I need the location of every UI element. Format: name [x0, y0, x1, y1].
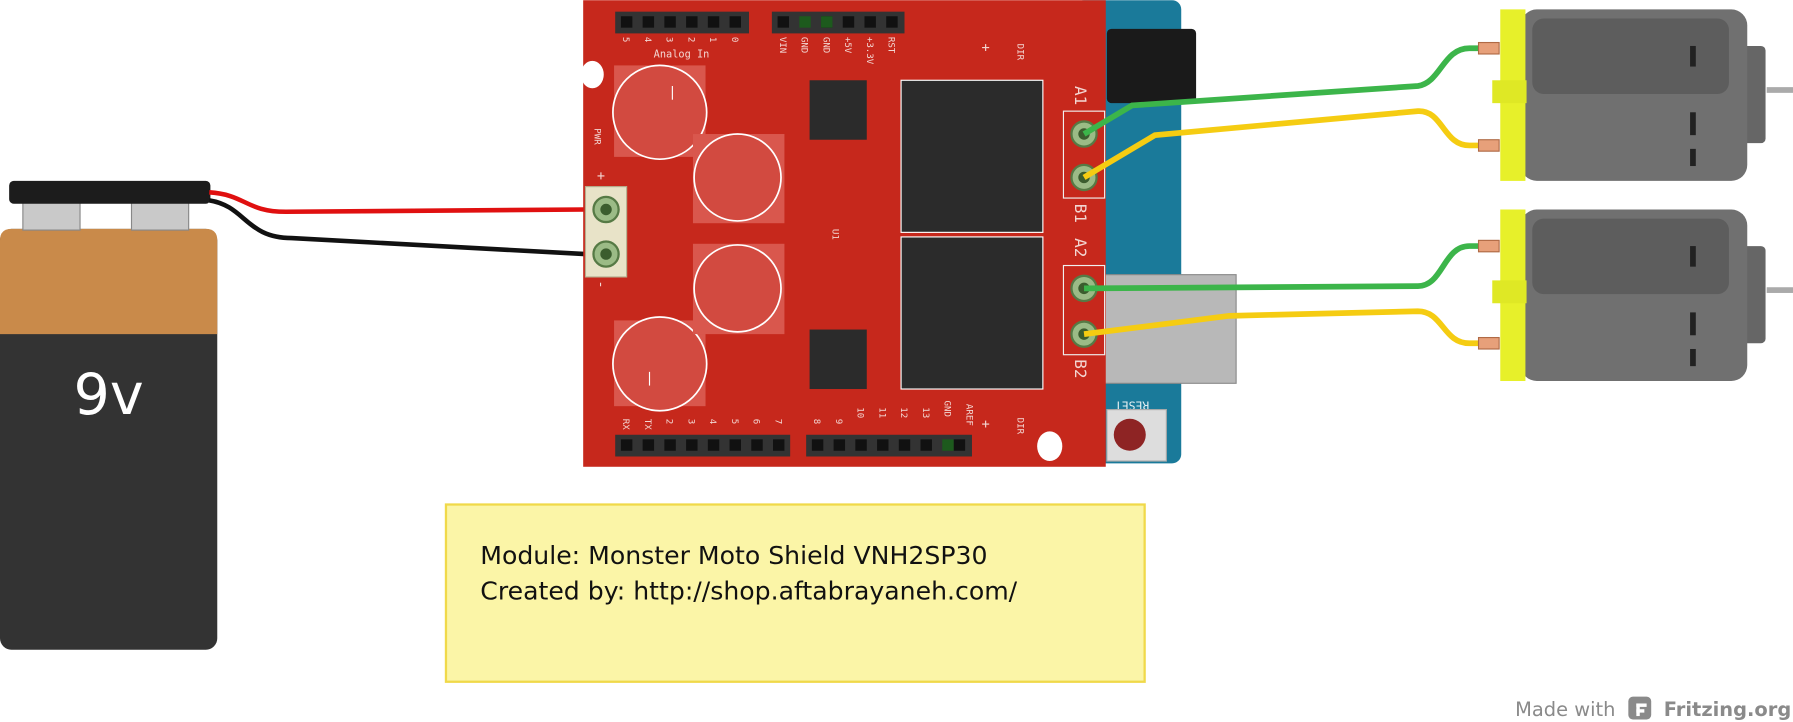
pin-label: 10 — [855, 407, 865, 418]
battery-copper-top — [0, 228, 218, 335]
pin-label: 11 — [876, 407, 886, 418]
battery-clip — [9, 180, 211, 204]
wire-yellow-motor1[interactable] — [1082, 108, 1487, 180]
pin-label: RST — [885, 37, 895, 54]
plus-label: + — [982, 40, 990, 56]
terminal-label-a1: A1 — [1071, 86, 1090, 105]
pin-label: RX — [620, 419, 630, 430]
fritzing-watermark: Made with Fritzing.org — [1515, 696, 1791, 721]
pin-label: 2 — [685, 37, 695, 43]
pin-label: 6 — [751, 419, 761, 425]
pin-label: 7 — [772, 419, 782, 425]
battery-label: 9v — [74, 362, 144, 428]
pin-label: 1 — [707, 37, 717, 43]
pwr-label: PWR — [592, 128, 602, 145]
mounting-hole — [580, 60, 604, 89]
digital-header-low — [615, 434, 791, 457]
wire-red[interactable] — [209, 190, 586, 215]
fritzing-logo-icon — [1628, 696, 1652, 720]
pin-label: 13 — [920, 407, 930, 418]
wire-black[interactable] — [208, 198, 586, 257]
capacitor — [692, 133, 785, 224]
pwr-minus-label: - — [593, 280, 609, 288]
capacitor — [692, 243, 785, 335]
pin-label: TX — [642, 419, 652, 430]
watermark-brand: Fritzing.org — [1664, 698, 1791, 721]
capacitor — [612, 64, 708, 161]
terminal-label-b2: B2 — [1071, 359, 1090, 378]
terminal-label-a2: A2 — [1071, 238, 1090, 257]
pin-label: 4 — [642, 37, 652, 43]
capacitor — [612, 316, 708, 412]
ic-chip — [809, 80, 867, 140]
pin-label: VIN — [777, 37, 787, 53]
note-box[interactable]: Module: Monster Moto Shield VNH2SP30 Cre… — [444, 503, 1146, 683]
power-header — [771, 11, 905, 34]
terminal-label-b1: B1 — [1071, 204, 1090, 223]
pin-label: 9 — [833, 419, 843, 425]
pwr-plus-label: + — [593, 172, 609, 180]
pin-label: GND — [799, 37, 809, 53]
pin-label: 8 — [811, 419, 821, 425]
pin-label: 3 — [685, 419, 695, 425]
power-terminal-block[interactable] — [584, 186, 628, 278]
pin-label: 3 — [664, 37, 674, 43]
analog-in-label: Analog In — [654, 48, 710, 60]
pin-label: 0 — [729, 37, 739, 43]
note-line-1: Module: Monster Moto Shield VNH2SP30 — [480, 541, 987, 570]
pin-label: 2 — [664, 419, 674, 425]
pin-label: +3.3V — [864, 37, 874, 65]
dir-label: DIR — [1015, 44, 1025, 61]
battery-9v[interactable]: 9v — [0, 180, 218, 650]
power-pin-labels: VIN GND GND +5V +3.3V RST — [777, 37, 896, 65]
battery-terminal-neg — [22, 202, 81, 231]
pin-label: 4 — [707, 419, 717, 425]
monster-moto-shield: 5 4 3 2 1 0 Analog In VIN GND GND +5V +3… — [580, 0, 1106, 467]
plus-label-bottom: + — [982, 416, 990, 432]
power-jack — [1106, 28, 1197, 104]
pin-label: +5V — [842, 37, 852, 54]
dc-motor-2[interactable] — [1477, 209, 1793, 382]
battery-terminal-pos — [130, 202, 190, 231]
mounting-hole — [1037, 431, 1063, 462]
wire-yellow-motor2[interactable] — [1083, 308, 1487, 347]
analog-header — [615, 11, 749, 34]
digital-pin-labels: RX TX 2 3 4 5 6 7 8 9 10 11 12 13 GND AR… — [620, 400, 973, 430]
analog-pin-labels: 5 4 3 2 1 0 — [620, 37, 739, 43]
pin-label: AREF — [963, 404, 973, 426]
dc-motor-1[interactable] — [1477, 9, 1793, 181]
reset-button-cap[interactable] — [1113, 418, 1146, 451]
motor2-terminal-block[interactable] — [1062, 264, 1106, 356]
note-line-2: Created by: http://shop.aftabrayaneh.com… — [480, 576, 1017, 605]
pin-label: GND — [820, 37, 830, 53]
ic-label: U1 — [829, 229, 839, 240]
pin-label: 12 — [898, 407, 908, 418]
pin-label: 5 — [620, 37, 630, 43]
wire-green-motor2[interactable] — [1084, 243, 1487, 292]
ic-chip — [809, 329, 867, 390]
watermark-prefix: Made with — [1515, 698, 1615, 721]
vnh2sp30-driver — [900, 236, 1044, 390]
pin-label: 5 — [729, 419, 739, 425]
wire-green-motor1[interactable] — [1082, 45, 1487, 137]
dir-label-bottom: DIR — [1015, 418, 1025, 435]
vnh2sp30-driver — [900, 79, 1044, 233]
pin-label: GND — [942, 400, 952, 416]
